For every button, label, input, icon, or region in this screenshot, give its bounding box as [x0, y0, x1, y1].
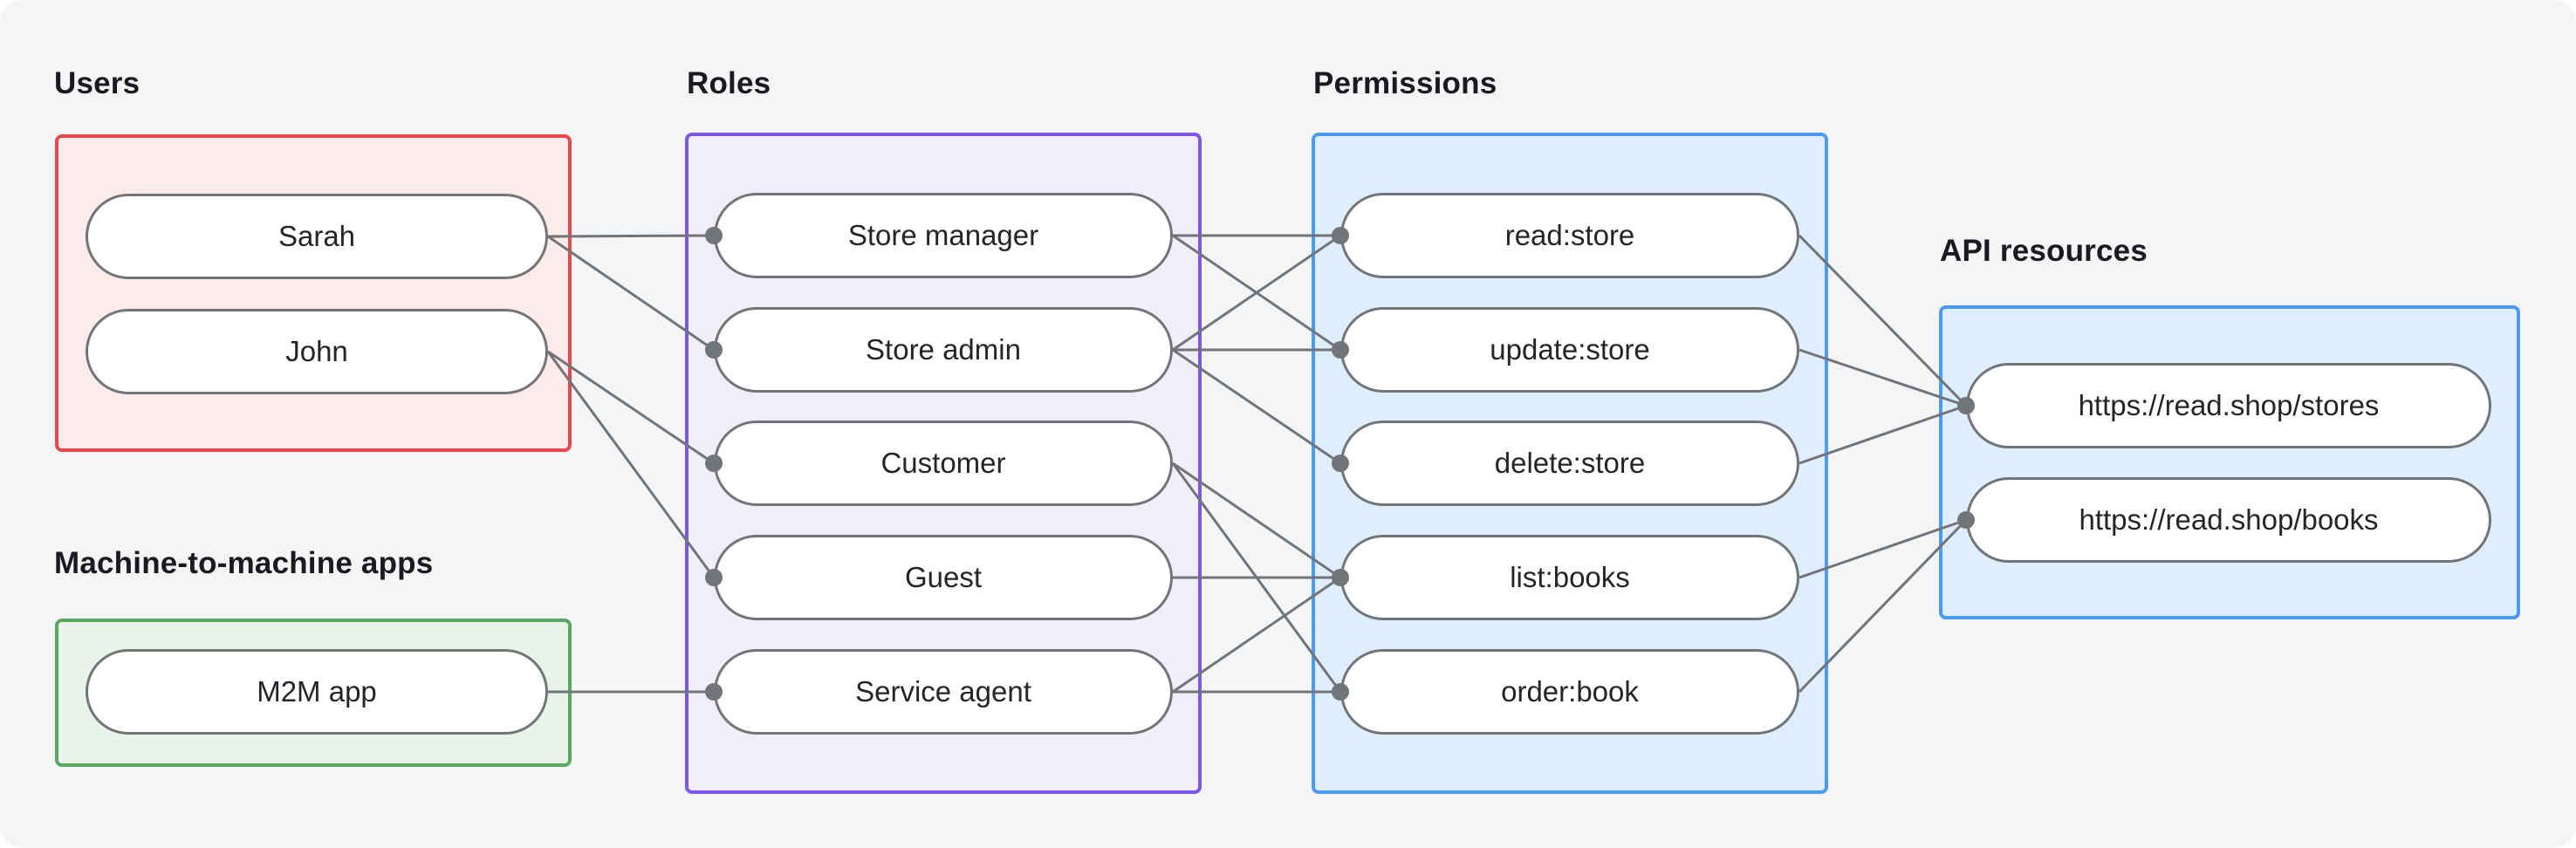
node-role-service-agent: Service agent: [714, 649, 1173, 735]
node-permission-read-store: read:store: [1340, 193, 1799, 278]
node-permission-list-books: list:books: [1340, 535, 1799, 620]
node-api-resource-stores: https://read.shop/stores: [1966, 363, 2491, 448]
node-permission-order-book: order:book: [1340, 649, 1799, 735]
node-role-store-manager: Store manager: [714, 193, 1173, 278]
node-role-customer: Customer: [714, 421, 1173, 506]
users-group-box: [55, 134, 572, 452]
m2m-group-label: Machine-to-machine apps: [54, 546, 434, 580]
roles-group-label: Roles: [687, 66, 771, 100]
node-permission-update-store: update:store: [1340, 307, 1799, 393]
node-permission-delete-store: delete:store: [1340, 421, 1799, 506]
users-group-label: Users: [54, 66, 140, 100]
node-user-sarah: Sarah: [86, 194, 548, 279]
node-m2m-app: M2M app: [86, 649, 548, 735]
api-resources-group-label: API resources: [1940, 234, 2148, 268]
node-user-john: John: [86, 309, 548, 394]
permissions-group-label: Permissions: [1313, 66, 1497, 100]
node-api-resource-books: https://read.shop/books: [1966, 477, 2491, 563]
node-role-store-admin: Store admin: [714, 307, 1173, 393]
node-role-guest: Guest: [714, 535, 1173, 620]
api-resources-group-box: [1939, 305, 2520, 619]
